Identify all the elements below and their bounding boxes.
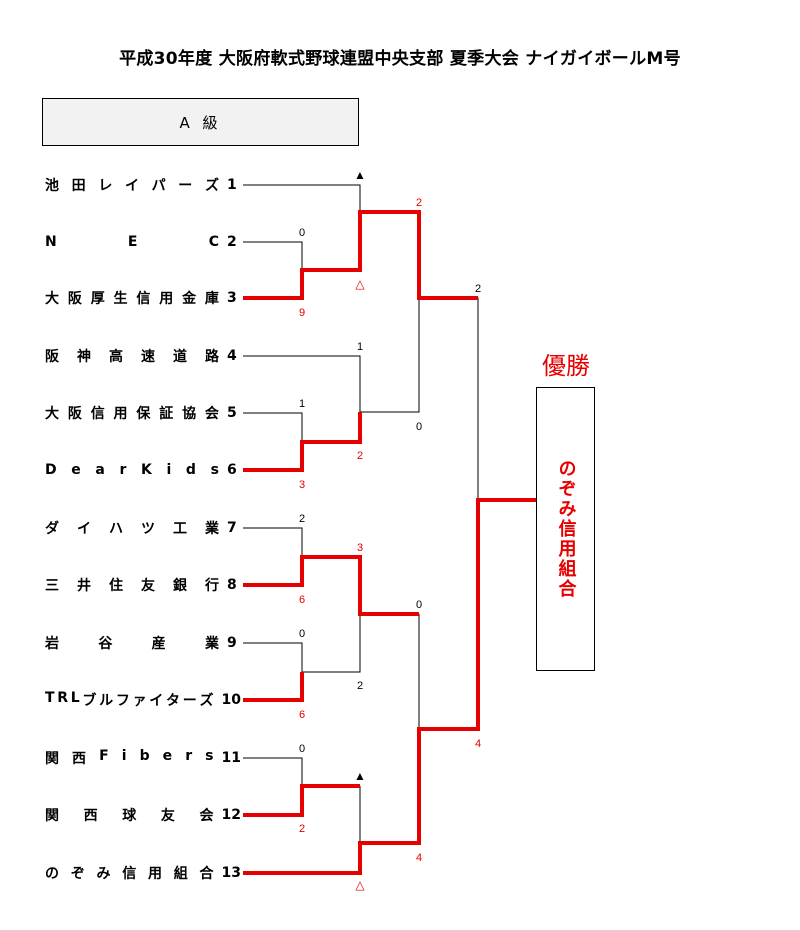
score-r1-mitsui: 6: [299, 594, 305, 606]
team-name: 大阪信用保証協会: [45, 406, 219, 422]
win-path-kansai-kyuyu: [243, 784, 360, 817]
team-name: のぞみ信用組合: [45, 866, 214, 882]
team-row: 三井住友銀行 8: [45, 574, 241, 596]
team-number: 4: [227, 348, 237, 364]
score-r2-trl: 2: [357, 680, 363, 692]
win-path-osaka-kosei: [243, 210, 478, 300]
bracket-lines-winners: [243, 210, 536, 875]
team-row: 関西球友会 12: [45, 804, 241, 826]
line-team-11: [243, 757, 303, 786]
mark-r2-ikeda: ▲: [354, 168, 366, 182]
team-name: 大阪厚生信用金庫: [45, 291, 219, 307]
score-r1-osaka-kosei: 9: [299, 307, 305, 319]
score-r1-daihatsu: 2: [299, 513, 305, 525]
team-row: 池田レイパーズ 1: [45, 174, 241, 196]
win-path-mitsui: [243, 555, 419, 616]
line-team-5: [243, 412, 303, 442]
score-r1-kansai-fibers: 0: [299, 743, 305, 755]
score-r1-nec: 0: [299, 227, 305, 239]
score-r2-hanshin: 1: [357, 341, 363, 353]
team-number: 6: [227, 462, 237, 478]
team-number: 8: [227, 577, 237, 593]
team-number: 13: [221, 865, 241, 881]
class-header-box: A 級: [42, 98, 359, 146]
score-r1-iwatani: 0: [299, 628, 305, 640]
team-name: ダイハツ工業: [45, 521, 219, 537]
score-r1-daishin: 1: [299, 398, 305, 410]
team-name: 三井住友銀行: [45, 578, 219, 594]
mark-r2-nozomi: △: [355, 878, 365, 892]
team-number: 10: [221, 692, 241, 708]
team-row: 岩谷産業 9: [45, 632, 241, 654]
champion-box: のぞみ信用組合: [536, 387, 595, 671]
team-row: のぞみ信用組合 13: [45, 862, 241, 884]
line-team-2: [243, 241, 303, 270]
line-team-9: [243, 642, 303, 672]
mark-r2-kansai-kyuyu: ▲: [354, 769, 366, 783]
score-r1-dear: 3: [299, 479, 305, 491]
page-title: 平成30年度 大阪府軟式野球連盟中央支部 夏季大会 ナイガイボールM号: [119, 49, 681, 69]
score-labels: 0 9 1 3 2 6 0 6 0 2 ▲ △ 1 2 3 2 ▲ △ 2 0 …: [299, 168, 481, 892]
team-name: 池田レイパーズ: [45, 178, 219, 194]
line-r2-trl: [302, 614, 361, 673]
win-path-dear: [243, 412, 362, 472]
team-row: 大阪信用保証協会 5: [45, 402, 241, 424]
team-name: 岩谷産業: [45, 636, 219, 652]
team-name: 関西球友会: [45, 808, 214, 824]
line-team-4: [243, 355, 361, 412]
win-path-trl: [243, 672, 304, 702]
team-number: 2: [227, 234, 237, 250]
team-number: 11: [221, 750, 241, 766]
team-number: 5: [227, 405, 237, 421]
team-number: 1: [227, 177, 237, 193]
class-label: A 級: [179, 113, 222, 132]
score-qf-osaka-kosei: 2: [416, 197, 422, 209]
score-qf-mitsui: 0: [416, 599, 422, 611]
score-qf-dear: 0: [416, 421, 422, 433]
score-r1-kansai-kyuyu: 2: [299, 823, 305, 835]
champion-name: のぞみ信用組合: [555, 459, 577, 599]
score-sf-osaka-kosei: 2: [475, 283, 481, 295]
line-team-7: [243, 527, 303, 557]
line-qf-dear: [360, 298, 420, 413]
team-row: 阪神高速道路 4: [45, 345, 241, 367]
team-name: 阪神高速道路: [45, 349, 219, 365]
score-sf-nozomi: 4: [475, 738, 481, 750]
team-row: ダイハツ工業 7: [45, 517, 241, 539]
team-number: 9: [227, 635, 237, 651]
team-number: 12: [221, 807, 241, 823]
win-path-nozomi: [243, 498, 536, 875]
team-number: 3: [227, 290, 237, 306]
score-r2-dear: 2: [357, 450, 363, 462]
line-team-1: [243, 184, 361, 212]
team-number: 7: [227, 520, 237, 536]
score-r1-trl: 6: [299, 709, 305, 721]
score-r2-mitsui: 3: [357, 542, 363, 554]
mark-r2-osaka-kosei: △: [355, 277, 365, 291]
winner-label: 優勝: [542, 352, 590, 380]
team-row: 大阪厚生信用金庫 3: [45, 287, 241, 309]
score-qf-nozomi: 4: [416, 852, 422, 864]
line-sf-left: [419, 297, 479, 500]
